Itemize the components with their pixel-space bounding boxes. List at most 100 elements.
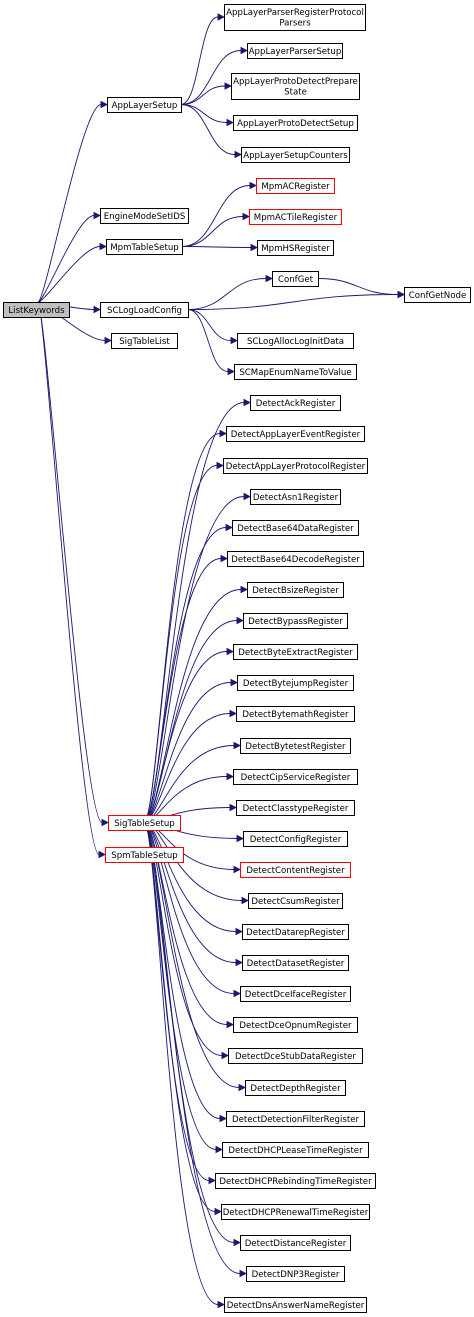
node-detect-datarep-register[interactable]: DetectDatarepRegister	[242, 924, 349, 940]
edge-mpm-table-setup-to-mpm-ac-register	[181, 181, 258, 247]
node-mpm-ac-register[interactable]: MpmACRegister	[256, 178, 335, 194]
node-app-layer-setup-counters[interactable]: AppLayerSetupCounters	[241, 147, 350, 163]
node-mpm-hs-register[interactable]: MpmHSRegister	[257, 240, 334, 256]
node-detect-config-register[interactable]: DetectConfigRegister	[243, 831, 348, 847]
node-detect-base64-data-register[interactable]: DetectBase64DataRegister	[232, 520, 359, 536]
node-detect-content-register[interactable]: DetectContentRegister	[240, 862, 351, 878]
node-label: DetectDNP3Register	[252, 1270, 340, 1280]
node-box	[237, 675, 354, 691]
node-detect-dce-stub-data-register[interactable]: DetectDceStubDataRegister	[228, 1048, 363, 1064]
node-label: DetectDceIfaceRegister	[245, 990, 347, 1000]
node-conf-get-node[interactable]: ConfGetNode	[404, 287, 471, 303]
node-detect-dhcp-renewal-time-register[interactable]: DetectDHCPRenewalTimeRegister	[221, 1204, 370, 1220]
node-detect-distance-register[interactable]: DetectDistanceRegister	[240, 1235, 351, 1251]
node-detect-bsize-register[interactable]: DetectBsizeRegister	[247, 582, 344, 598]
node-detect-csum-register[interactable]: DetectCsumRegister	[248, 893, 343, 909]
node-box	[272, 271, 319, 287]
node-sig-table-setup[interactable]: SigTableSetup	[108, 815, 181, 831]
node-sc-map-enum-name-to-value[interactable]: SCMapEnumNameToValue	[234, 364, 357, 380]
node-detect-bytejump-register[interactable]: DetectBytejumpRegister	[237, 675, 354, 691]
edge-list-keywords-to-spm-table-setup	[37, 301, 107, 859]
node-box	[233, 644, 358, 660]
node-detect-app-layer-protocol-register[interactable]: DetectAppLayerProtocolRegister	[223, 458, 368, 474]
node-label: DetectCipServiceRegister	[241, 773, 351, 783]
edge-sig-table-setup-to-detect-base64-decode-register	[143, 554, 229, 823]
node-label: DetectAppLayerEventRegister	[231, 430, 361, 440]
node-label: AppLayerSetupCounters	[243, 151, 348, 161]
node-spm-table-setup[interactable]: SpmTableSetup	[105, 847, 184, 863]
node-conf-get[interactable]: ConfGet	[272, 271, 319, 287]
node-detect-dhcp-lease-time-register[interactable]: DetectDHCPLeaseTimeRegister	[222, 1142, 369, 1158]
node-label: AppLayerParserSetup	[249, 47, 342, 57]
node-detect-app-layer-event-register[interactable]: DetectAppLayerEventRegister	[226, 426, 365, 442]
node-label: AppLayerProtoDetectSetup	[237, 119, 354, 129]
node-box	[245, 1080, 346, 1096]
node-label: AppLayerSetup	[112, 101, 178, 111]
node-detect-bytemath-register[interactable]: DetectBytemathRegister	[236, 706, 355, 722]
edge-app-layer-setup-to-app-layer-proto-detect-setup	[180, 104, 235, 127]
node-box	[240, 862, 351, 878]
node-label: State	[284, 88, 307, 98]
node-detect-ack-register[interactable]: DetectAckRegister	[250, 395, 341, 411]
node-sc-log-alloc-log-init-data[interactable]: SCLogAllocLogInitData	[237, 333, 354, 349]
node-box	[215, 1173, 376, 1189]
node-box	[247, 43, 343, 59]
node-mpm-ac-tile-register[interactable]: MpmACTileRegister	[249, 209, 342, 225]
node-detect-bytetest-register[interactable]: DetectBytetestRegister	[240, 738, 351, 754]
node-label: AppLayerParserRegisterProtocol	[226, 8, 364, 18]
node-detect-dnp3-register[interactable]: DetectDNP3Register	[246, 1266, 345, 1282]
node-label: SCLogLoadConfig	[107, 306, 182, 316]
node-box	[228, 1048, 363, 1064]
node-app-layer-setup[interactable]: AppLayerSetup	[107, 97, 182, 113]
node-detect-depth-register[interactable]: DetectDepthRegister	[245, 1080, 346, 1096]
node-label: SigTableSetup	[114, 819, 175, 829]
node-label: DetectDistanceRegister	[245, 1239, 347, 1249]
node-box	[247, 582, 344, 598]
node-sc-log-load-config[interactable]: SCLogLoadConfig	[100, 302, 189, 318]
node-box	[222, 1142, 369, 1158]
edge-sc-log-load-config-to-conf-get	[187, 274, 274, 310]
edge-sig-table-setup-to-detect-base64-data-register	[143, 523, 234, 823]
node-label: DetectBytetestRegister	[245, 742, 346, 752]
node-detect-dns-answer-name-register[interactable]: DetectDnsAnswerNameRegister	[224, 1297, 367, 1313]
node-detect-dataset-register[interactable]: DetectDatasetRegister	[242, 955, 349, 971]
node-label: DetectBytemathRegister	[242, 710, 349, 720]
node-label: DetectBytejumpRegister	[243, 679, 349, 689]
node-mpm-table-setup[interactable]: MpmTableSetup	[106, 239, 183, 255]
edge-mpm-table-setup-to-mpm-hs-register	[181, 243, 259, 252]
node-app-layer-proto-detect-setup[interactable]: AppLayerProtoDetectSetup	[233, 115, 358, 131]
node-detect-bypass-register[interactable]: DetectBypassRegister	[243, 613, 348, 629]
node-detect-detection-filter-register[interactable]: DetectDetectionFilterRegister	[226, 1111, 365, 1127]
edge-sig-table-setup-to-detect-asn1-register	[143, 492, 252, 823]
node-detect-dce-opnum-register[interactable]: DetectDceOpnumRegister	[233, 1017, 358, 1033]
node-box	[248, 893, 343, 909]
node-label: SigTableList	[119, 337, 170, 347]
node-list-keywords[interactable]: ListKeywords	[3, 302, 70, 318]
edge-sig-table-setup-to-detect-dce-stub-data-register	[143, 821, 230, 1060]
node-engine-mode-set-ids[interactable]: EngineModeSetIDS	[100, 208, 189, 224]
node-detect-classtype-register[interactable]: DetectClasstypeRegister	[236, 800, 355, 816]
node-app-layer-parser-setup[interactable]: AppLayerParserSetup	[247, 43, 343, 59]
node-label: MpmHSRegister	[261, 244, 330, 254]
node-label: DetectDceOpnumRegister	[239, 1021, 352, 1031]
node-label: DetectDetectionFilterRegister	[232, 1115, 360, 1125]
node-detect-asn1-register[interactable]: DetectAsn1Register	[250, 489, 341, 505]
node-label: ConfGet	[278, 275, 314, 285]
node-detect-cip-service-register[interactable]: DetectCipServiceRegister	[233, 769, 358, 785]
function-nodes: ListKeywords AppLayerSetup AppLayerParserR…	[3, 4, 471, 1313]
node-box	[237, 333, 354, 349]
node-detect-base64-decode-register[interactable]: DetectBase64DecodeRegister	[227, 551, 364, 567]
node-box	[243, 613, 348, 629]
node-label: MpmACTileRegister	[254, 213, 338, 223]
node-label: DetectAsn1Register	[253, 493, 339, 503]
node-sig-table-list[interactable]: SigTableList	[111, 333, 178, 349]
node-detect-dhcp-rebinding-time-register[interactable]: DetectDHCPRebindingTimeRegister	[215, 1173, 376, 1189]
edge-sc-log-load-config-to-sc-map-enum-name-to-value	[187, 309, 236, 376]
node-box	[3, 302, 70, 318]
node-detect-dce-iface-register[interactable]: DetectDceIfaceRegister	[240, 986, 351, 1002]
node-label: SpmTableSetup	[111, 851, 178, 861]
node-box	[231, 73, 360, 100]
node-detect-byte-extract-register[interactable]: DetectByteExtractRegister	[233, 644, 358, 660]
